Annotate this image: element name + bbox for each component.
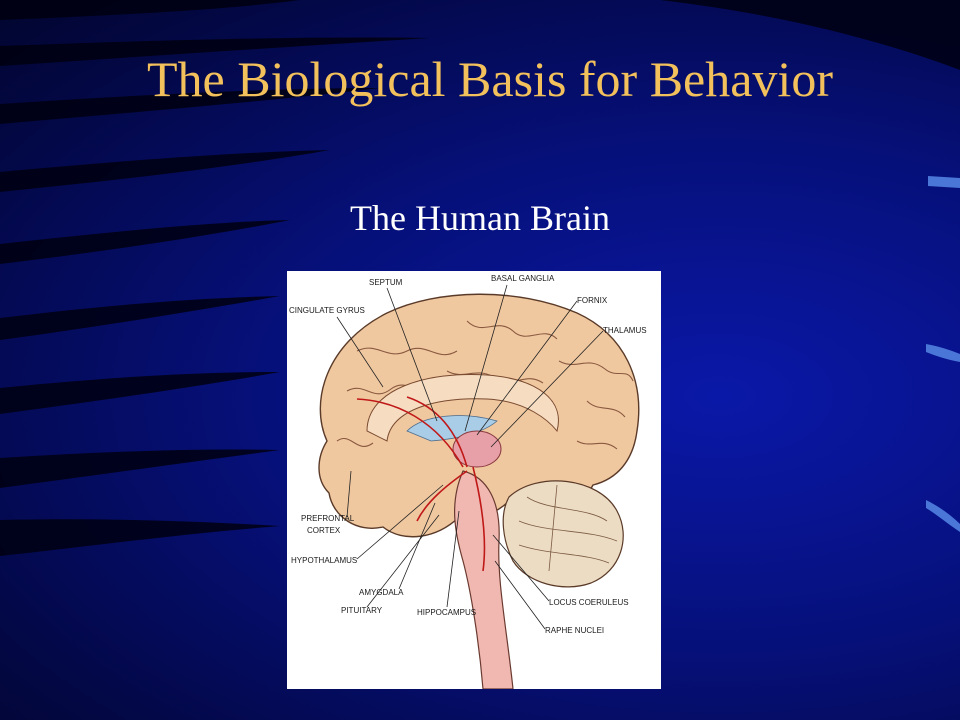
label-basal-ganglia: BASAL GANGLIA <box>491 274 555 283</box>
pathway-arrows <box>356 396 486 572</box>
label-raphe-nuclei: RAPHE NUCLEI <box>545 626 604 635</box>
label-amygdala: AMYGDALA <box>359 588 404 597</box>
label-prefrontal: PREFRONTAL <box>301 514 355 523</box>
label-cortex: CORTEX <box>307 526 341 535</box>
cerebellum-folia <box>518 484 618 572</box>
label-thalamus: THALAMUS <box>603 326 647 335</box>
label-hypothalamus: HYPOTHALAMUS <box>291 556 357 565</box>
slide-title: The Biological Basis for Behavior <box>147 51 833 107</box>
label-cingulate-gyrus: CINGULATE GYRUS <box>289 306 365 315</box>
brain-diagram: SEPTUM BASAL GANGLIA FORNIX CINGULATE GY… <box>287 271 661 689</box>
label-septum: SEPTUM <box>369 278 403 287</box>
brainstem-shape <box>454 470 514 689</box>
label-hippocampus: HIPPOCAMPUS <box>417 608 476 617</box>
cerebellum-shape <box>502 480 624 588</box>
label-fornix: FORNIX <box>577 296 608 305</box>
label-pituitary: PITUITARY <box>341 606 383 615</box>
limbic-ring <box>366 373 559 442</box>
ventricle-shape <box>406 415 498 442</box>
anatomy-labels: SEPTUM BASAL GANGLIA FORNIX CINGULATE GY… <box>289 274 647 635</box>
brain-illustration: SEPTUM BASAL GANGLIA FORNIX CINGULATE GY… <box>289 274 647 689</box>
label-locus-coeruleus: LOCUS COERULEUS <box>549 598 629 607</box>
slide-subtitle: The Human Brain <box>350 198 610 238</box>
